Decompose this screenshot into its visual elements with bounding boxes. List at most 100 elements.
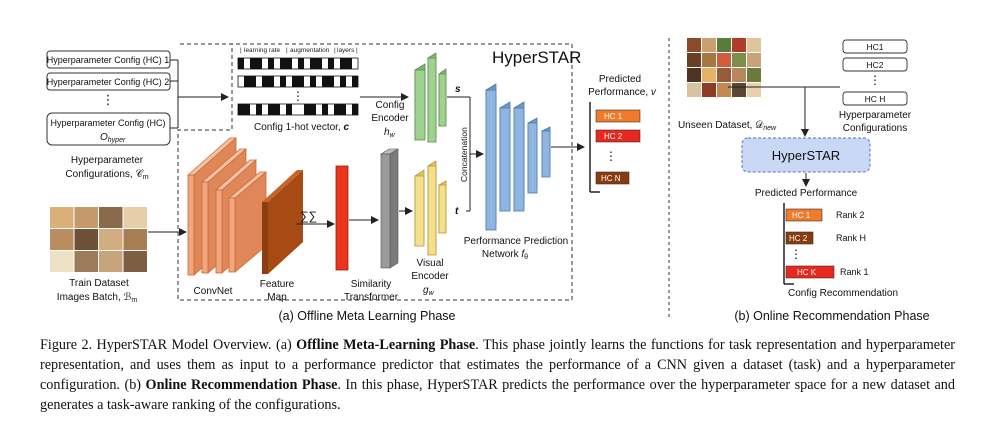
photo-tile bbox=[747, 83, 761, 97]
photo-tile bbox=[747, 38, 761, 52]
photo-tile bbox=[732, 53, 746, 67]
photo-tile bbox=[687, 38, 701, 52]
onehot-row bbox=[237, 57, 359, 70]
phase-b-label: (b) Online Recommendation Phase bbox=[734, 309, 929, 323]
photo-tile bbox=[687, 68, 701, 82]
svg-text:Hyperparameter Config (HC): Hyperparameter Config (HC) bbox=[50, 118, 165, 128]
hc-box-1: Hyperparameter Config (HC) 1 bbox=[46, 50, 171, 69]
sum-symbol: ∑∑ bbox=[300, 209, 317, 223]
caption-bold-offline: Offline Meta-Learning Phase bbox=[296, 337, 476, 353]
feature-map-label: Feature bbox=[260, 279, 295, 290]
visual-encoder-shape bbox=[414, 160, 447, 256]
convnet-label: ConvNet bbox=[194, 286, 233, 297]
online-hyperstar-box: HyperSTAR bbox=[741, 137, 871, 173]
photo-tile bbox=[687, 83, 701, 97]
svg-text:HC 1: HC 1 bbox=[604, 112, 623, 121]
train-dataset-images bbox=[50, 207, 147, 272]
svg-text:Hyperparameter Config (HC) 1: Hyperparameter Config (HC) 1 bbox=[47, 55, 170, 65]
pred-dots: ⋮ bbox=[605, 149, 617, 163]
photo-tile bbox=[50, 207, 74, 228]
hyperstar-title: HyperSTAR bbox=[492, 48, 581, 67]
online-hp-label-2: Configurations bbox=[843, 123, 907, 134]
hyperstar-region bbox=[177, 43, 573, 301]
unseen-dataset-label: Unseen Dataset, 𝒟new bbox=[678, 120, 777, 132]
config-encoder-symbol: hw bbox=[384, 127, 396, 139]
hyperstar-overview-figure: HyperSTAR Hyperparameter Config (HC) 1 H… bbox=[46, 38, 930, 323]
pred-bar-hc1: HC 1 bbox=[595, 109, 641, 123]
similarity-transformer-label: Similarity bbox=[351, 279, 392, 290]
train-dataset-label: Train Dataset bbox=[69, 278, 129, 289]
photo-tile bbox=[702, 83, 716, 97]
t-label: t bbox=[455, 206, 459, 217]
feature-map-label-2: Map bbox=[267, 292, 287, 303]
hc-dots: ⋮ bbox=[102, 92, 115, 107]
visual-encoder-label-2: Encoder bbox=[411, 271, 449, 282]
svg-text:Rank H: Rank H bbox=[836, 233, 866, 243]
online-hc-dots: ⋮ bbox=[869, 73, 881, 87]
pred-bar-hcn: HC N bbox=[595, 171, 630, 185]
svg-text:HyperSTAR: HyperSTAR bbox=[772, 148, 840, 163]
performance-prediction-network-shape bbox=[485, 83, 551, 231]
figure-caption: Figure 2. HyperSTAR Model Overview. (a) … bbox=[40, 337, 955, 413]
onehot-row bbox=[237, 103, 359, 116]
photo-tile bbox=[717, 53, 731, 67]
predicted-performance-label-2: Performance, v bbox=[588, 87, 657, 98]
convnet-shape bbox=[186, 137, 268, 276]
svg-text:|: | bbox=[240, 47, 242, 54]
svg-text:HC H: HC H bbox=[865, 94, 886, 104]
photo-tile bbox=[99, 207, 123, 228]
photo-tile bbox=[717, 83, 731, 97]
photo-tile bbox=[123, 229, 147, 250]
photo-tile bbox=[732, 83, 746, 97]
svg-text:HC 1: HC 1 bbox=[792, 211, 811, 220]
onehot-row bbox=[237, 75, 359, 88]
onehot-label: Config 1-hot vector, c bbox=[254, 122, 350, 133]
photo-tile bbox=[732, 68, 746, 82]
ppn-label: Performance Prediction bbox=[464, 236, 569, 247]
onehot-vectors bbox=[237, 57, 359, 116]
svg-text:learning rate: learning rate bbox=[244, 47, 281, 54]
online-hch-box: HC H bbox=[842, 91, 908, 106]
photo-tile bbox=[50, 229, 74, 250]
phase-a-label: (a) Offline Meta Learning Phase bbox=[279, 309, 456, 323]
predicted-performance-label: Predicted bbox=[599, 74, 641, 85]
ppn-label-2: Network fθ bbox=[482, 249, 528, 261]
photo-tile bbox=[687, 53, 701, 67]
photo-tile bbox=[74, 251, 98, 272]
svg-text:HC 2: HC 2 bbox=[789, 234, 808, 243]
photo-tile bbox=[99, 229, 123, 250]
svg-text:HC K: HC K bbox=[797, 268, 817, 277]
hp-configurations-label-2: Configurations, 𝒞m bbox=[65, 169, 148, 181]
photo-tile bbox=[747, 53, 761, 67]
svg-text:HC N: HC N bbox=[601, 174, 621, 183]
svg-text:|: | bbox=[356, 47, 358, 54]
photo-tile bbox=[50, 251, 74, 272]
photo-tile bbox=[123, 207, 147, 228]
photo-tile bbox=[702, 68, 716, 82]
svg-text:|: | bbox=[286, 47, 288, 54]
photo-tile bbox=[123, 251, 147, 272]
config-recommendation-label: Config Recommendation bbox=[788, 288, 898, 299]
rank-bar-hc1: HC 1 Rank 2 bbox=[785, 208, 865, 222]
svg-text:HC 2: HC 2 bbox=[604, 132, 623, 141]
svg-text:Ohyper: Ohyper bbox=[100, 132, 126, 144]
photo-tile bbox=[732, 38, 746, 52]
photo-tile bbox=[717, 68, 731, 82]
svg-text:Rank 1: Rank 1 bbox=[840, 267, 869, 277]
photo-tile bbox=[717, 38, 731, 52]
config-encoder-label-2: Encoder bbox=[371, 113, 409, 124]
similarity-transformer-shape bbox=[379, 148, 400, 269]
feature-map-shape bbox=[262, 170, 303, 274]
online-hc1-box: HC1 bbox=[842, 39, 908, 54]
svg-text:HC2: HC2 bbox=[866, 60, 883, 70]
photo-tile bbox=[99, 251, 123, 272]
visual-encoder-symbol: gw bbox=[423, 285, 435, 297]
caption-bold-online: Online Recommendation Phase bbox=[145, 377, 338, 393]
unseen-dataset-images bbox=[687, 38, 761, 97]
similarity-transformer-label-2: Transformer bbox=[344, 292, 399, 303]
onehot-headers: | learning rate | augmentation | layers … bbox=[240, 47, 358, 54]
onehot-dots: ⋮ bbox=[292, 89, 304, 103]
similarity-red-block bbox=[335, 165, 349, 271]
pred-bar-hc2: HC 2 bbox=[595, 129, 641, 143]
svg-text:|: | bbox=[334, 47, 336, 54]
